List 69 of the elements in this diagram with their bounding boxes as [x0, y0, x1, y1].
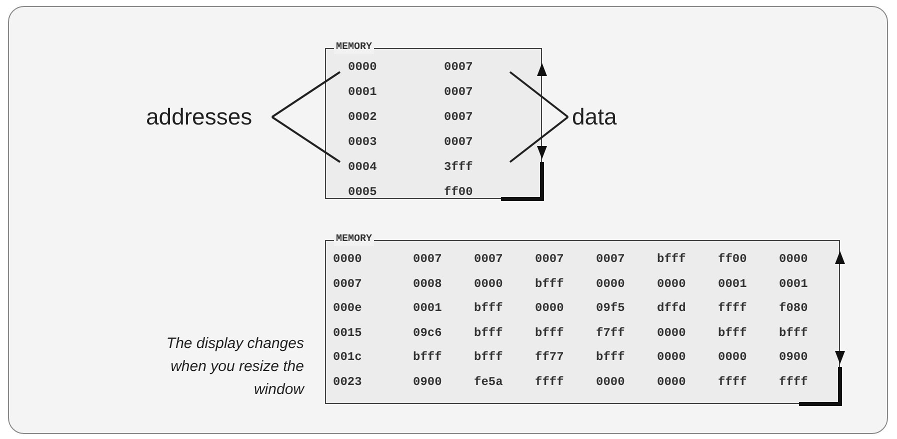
memory-value: ff00	[718, 252, 747, 266]
memory-value: 0003	[348, 135, 377, 149]
memory-value: 0015	[333, 326, 362, 340]
memory-value: 0000	[535, 301, 564, 315]
memory-value: 0900	[779, 350, 808, 364]
memory-value: 0000	[657, 277, 686, 291]
memory-value: 0007	[333, 277, 362, 291]
memory-value: 0900	[413, 375, 442, 389]
memory-value: bfff	[535, 326, 564, 340]
memory-value: bfff	[718, 326, 747, 340]
memory-value: 0007	[444, 60, 473, 74]
memory-value: ffff	[535, 375, 564, 389]
memory-value: fe5a	[474, 375, 503, 389]
memory-value: 0007	[413, 252, 442, 266]
memory-value: 0007	[535, 252, 564, 266]
memory-value: 0007	[444, 85, 473, 99]
memory-value: bfff	[596, 350, 625, 364]
memory-value: ff00	[444, 185, 473, 199]
memory-value: 0000	[657, 350, 686, 364]
leader-line	[509, 116, 569, 163]
memory-value: 0000	[333, 252, 362, 266]
leader-line	[271, 116, 341, 163]
memory-value: 0000	[596, 277, 625, 291]
memory-value: 0000	[348, 60, 377, 74]
memory-value: 0000	[718, 350, 747, 364]
memory-value: 0000	[779, 252, 808, 266]
memory-value: 0004	[348, 160, 377, 174]
memory-value: bfff	[779, 326, 808, 340]
leader-line	[509, 71, 569, 118]
callout-label: data	[572, 104, 617, 130]
memory-value: 0001	[718, 277, 747, 291]
memory-value: f080	[779, 301, 808, 315]
window-heading: MEMORY	[334, 234, 374, 246]
memory-value: ffff	[718, 375, 747, 389]
memory-value: 0008	[413, 277, 442, 291]
window-heading: MEMORY	[334, 42, 374, 54]
memory-value: bfff	[474, 301, 503, 315]
memory-value: 0005	[348, 185, 377, 199]
memory-value: 0001	[348, 85, 377, 99]
memory-value: 0007	[596, 252, 625, 266]
memory-value: 000e	[333, 301, 362, 315]
memory-value: 0002	[348, 110, 377, 124]
memory-value: 0000	[657, 326, 686, 340]
memory-value: bfff	[657, 252, 686, 266]
memory-value: bfff	[535, 277, 564, 291]
memory-value: 0001	[413, 301, 442, 315]
memory-value: 09c6	[413, 326, 442, 340]
memory-value: f7ff	[596, 326, 625, 340]
memory-value: bfff	[474, 326, 503, 340]
memory-value: 0000	[596, 375, 625, 389]
callout-label: addresses	[146, 104, 252, 130]
memory-value: 0000	[657, 375, 686, 389]
memory-value: 0001	[779, 277, 808, 291]
memory-value: 3fff	[444, 160, 473, 174]
memory-value: 0007	[444, 110, 473, 124]
memory-value: ffff	[779, 375, 808, 389]
memory-value: bfff	[413, 350, 442, 364]
memory-value: 09f5	[596, 301, 625, 315]
note-text: The display changes when you resize the window	[144, 332, 304, 401]
memory-value: bfff	[474, 350, 503, 364]
memory-value: 001c	[333, 350, 362, 364]
leader-line	[271, 71, 341, 118]
memory-value: ff77	[535, 350, 564, 364]
memory-value: ffff	[718, 301, 747, 315]
memory-value: 0000	[474, 277, 503, 291]
memory-value: 0023	[333, 375, 362, 389]
memory-value: 0007	[444, 135, 473, 149]
memory-value: dffd	[657, 301, 686, 315]
memory-value: 0007	[474, 252, 503, 266]
